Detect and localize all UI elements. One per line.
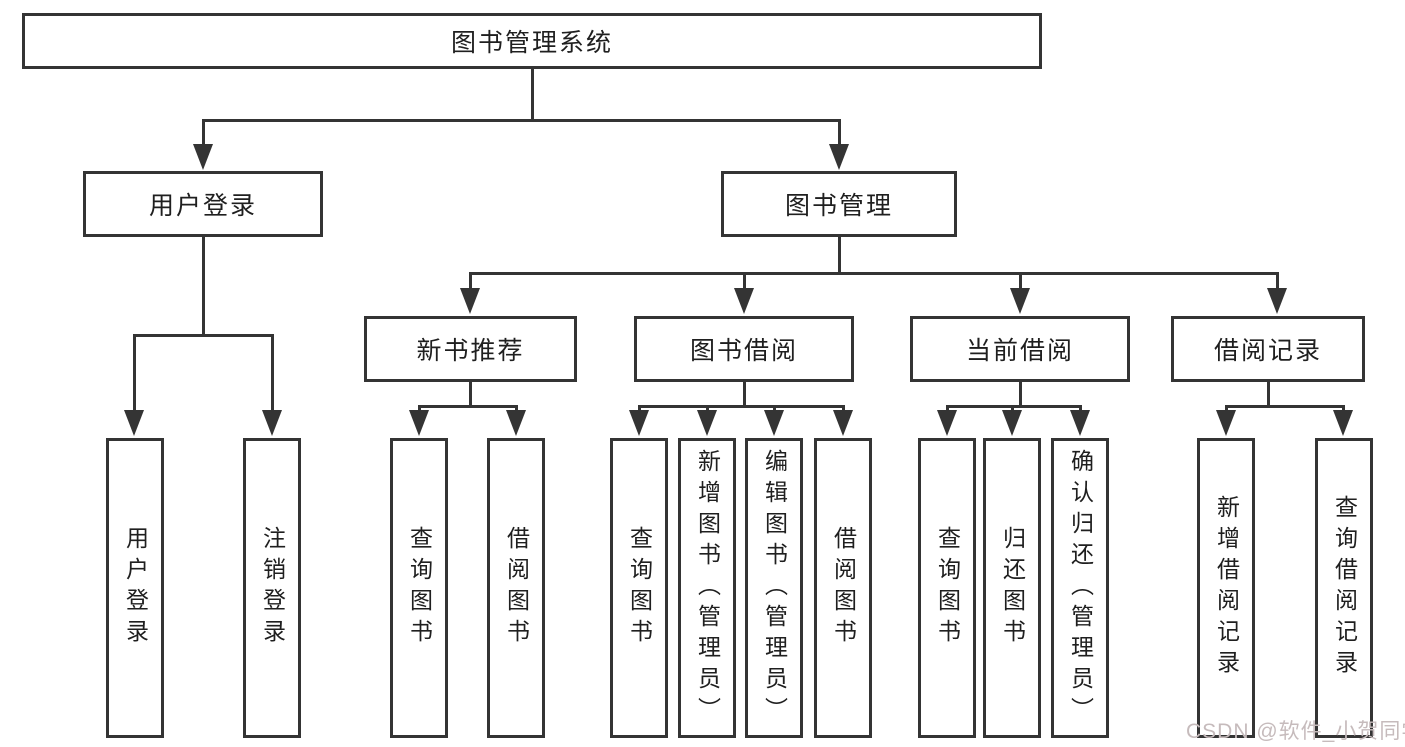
arrowhead-icon: [937, 410, 957, 436]
node-current-borrow: 当前借阅: [910, 316, 1130, 382]
arrowhead-record-icon: [1267, 288, 1287, 314]
edge-level3-rail: [469, 272, 1279, 275]
leaf-newbook-borrow-books-label: 借阅图书: [503, 526, 530, 650]
leaf-logout: 注销登录: [243, 438, 301, 738]
edge-borrow-drop: [743, 272, 746, 292]
leaf-borrow-query-books-label: 查询图书: [626, 526, 653, 650]
node-user-login-label: 用户登录: [148, 192, 257, 220]
edge-current-rail: [946, 405, 1082, 408]
node-root: 图书管理系统: [22, 13, 1042, 69]
edge-record-drop: [1276, 272, 1279, 292]
edge-newbook-drop: [469, 272, 472, 292]
leaf-newbook-borrow-books: 借阅图书: [487, 438, 545, 738]
arrowhead-borrow-icon: [734, 288, 754, 314]
arrowhead-icon: [409, 410, 429, 436]
leaf-borrow-add-books-label: 新增图书（管理员）: [694, 448, 721, 728]
edge-user-login-rail: [133, 334, 274, 337]
leaf-borrow-add-books: 新增图书（管理员）: [678, 438, 736, 738]
node-book-management-label: 图书管理: [784, 192, 893, 220]
leaf-current-query-books: 查询图书: [918, 438, 976, 738]
leaf-borrow-borrow-books-label: 借阅图书: [830, 526, 857, 650]
node-root-label: 图书管理系统: [450, 29, 613, 57]
arrowhead-icon: [1002, 410, 1022, 436]
edge-current-stem: [1019, 382, 1022, 408]
edge-newbook-stem: [469, 382, 472, 408]
leaf-user-login-label: 用户登录: [122, 526, 149, 650]
arrowhead-icon: [697, 410, 717, 436]
node-new-book-recommend-label: 新书推荐: [416, 337, 525, 365]
node-book-borrow: 图书借阅: [634, 316, 854, 382]
leaf-record-add: 新增借阅记录: [1197, 438, 1255, 738]
arrowhead-icon: [1216, 410, 1236, 436]
leaf-newbook-query-books-label: 查询图书: [406, 526, 433, 650]
leaf-current-return-books: 归还图书: [983, 438, 1041, 738]
leaf-current-return-books-label: 归还图书: [999, 526, 1026, 650]
leaf-borrow-edit-books: 编辑图书（管理员）: [745, 438, 803, 738]
leaf-newbook-query-books: 查询图书: [390, 438, 448, 738]
csdn-watermark: CSDN @软件_小贺同学: [1186, 720, 1405, 743]
arrowhead-icon: [833, 410, 853, 436]
node-book-borrow-label: 图书借阅: [689, 337, 798, 365]
leaf-borrow-borrow-books: 借阅图书: [814, 438, 872, 738]
edge-leaf-login-drop: [133, 334, 136, 414]
node-book-management: 图书管理: [721, 171, 957, 237]
edge-record-stem: [1267, 382, 1270, 408]
edge-level2-rail: [202, 119, 841, 122]
node-new-book-recommend: 新书推荐: [364, 316, 577, 382]
node-user-login: 用户登录: [83, 171, 323, 237]
edge-root-stem: [531, 68, 534, 121]
edge-current-drop: [1019, 272, 1022, 292]
leaf-borrow-query-books: 查询图书: [610, 438, 668, 738]
node-current-borrow-label: 当前借阅: [965, 337, 1074, 365]
edge-leaf-logout-drop: [271, 334, 274, 414]
edge-user-login-drop: [202, 119, 205, 148]
leaf-logout-label: 注销登录: [259, 526, 286, 650]
node-borrow-records: 借阅记录: [1171, 316, 1365, 382]
leaf-borrow-edit-books-label: 编辑图书（管理员）: [761, 448, 788, 728]
arrowhead-leaf-logout-icon: [262, 410, 282, 436]
leaf-current-query-books-label: 查询图书: [934, 526, 961, 650]
arrowhead-icon: [629, 410, 649, 436]
edge-newbook-rail: [418, 405, 518, 408]
arrowhead-icon: [1333, 410, 1353, 436]
arrowhead-icon: [1070, 410, 1090, 436]
edge-borrow-stem: [743, 382, 746, 408]
edge-user-login-stem: [202, 237, 205, 337]
leaf-current-confirm-return: 确认归还（管理员）: [1051, 438, 1109, 738]
arrowhead-icon: [764, 410, 784, 436]
leaf-current-confirm-return-label: 确认归还（管理员）: [1067, 448, 1094, 728]
leaf-user-login: 用户登录: [106, 438, 164, 738]
arrowhead-user-login-icon: [193, 144, 213, 170]
arrowhead-book-mgmt-icon: [829, 144, 849, 170]
leaf-record-add-label: 新增借阅记录: [1213, 495, 1240, 681]
leaf-record-query-label: 查询借阅记录: [1331, 495, 1358, 681]
arrowhead-leaf-login-icon: [124, 410, 144, 436]
edge-book-mgmt-drop: [838, 119, 841, 148]
node-borrow-records-label: 借阅记录: [1213, 337, 1322, 365]
arrowhead-current-icon: [1010, 288, 1030, 314]
edge-borrow-rail: [638, 405, 845, 408]
arrowhead-icon: [506, 410, 526, 436]
edge-book-mgmt-stem: [838, 237, 841, 275]
arrowhead-newbook-icon: [460, 288, 480, 314]
edge-record-rail: [1225, 405, 1345, 408]
leaf-record-query: 查询借阅记录: [1315, 438, 1373, 738]
